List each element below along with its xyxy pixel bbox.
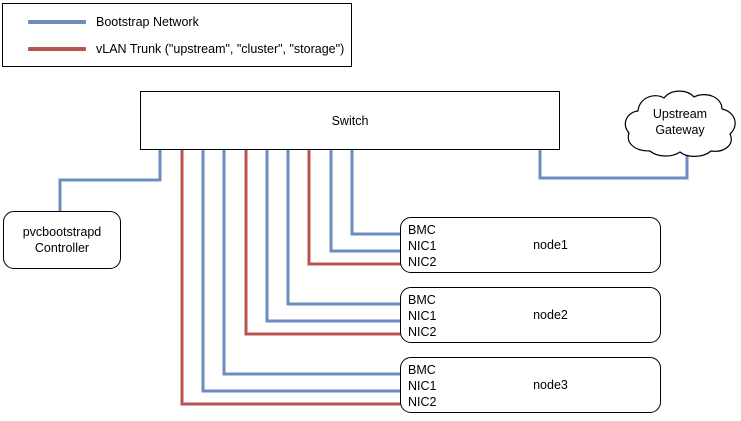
legend: Bootstrap Network vLAN Trunk ("upstream"… <box>2 3 352 67</box>
node1-port-bmc: BMC <box>408 223 436 237</box>
node2-name: node2 <box>533 308 568 322</box>
wire-switch-to-node1-nic2 <box>307 150 401 266</box>
node-box-node1[interactable]: BMC NIC1 NIC2 node1 <box>400 217 661 273</box>
legend-swatch-bootstrap-network <box>28 20 86 24</box>
wire-switch-to-node1-bmc <box>350 150 401 236</box>
legend-label-bootstrap-network: Bootstrap Network <box>96 15 199 29</box>
node3-port-bmc: BMC <box>408 363 436 377</box>
controller-label-line1: pvcbootstrapd <box>22 225 102 239</box>
node-box-node3[interactable]: BMC NIC1 NIC2 node3 <box>400 357 661 413</box>
node3-port-nic2: NIC2 <box>408 395 437 409</box>
legend-swatch-vlan-trunk <box>28 47 86 51</box>
wire-switch-to-node2-nic1 <box>265 150 401 323</box>
node3-port-list: BMC NIC1 NIC2 <box>408 362 436 410</box>
legend-label-vlan-trunk: vLAN Trunk ("upstream", "cluster", "stor… <box>96 42 345 56</box>
pvcbootstrapd-controller-node[interactable]: pvcbootstrapd Controller <box>3 211 121 269</box>
node2-port-nic1: NIC1 <box>408 309 437 323</box>
wire-switch-to-node2-bmc <box>286 150 401 306</box>
wire-switch-to-node1-nic1 <box>329 150 401 253</box>
controller-label-line2: Controller <box>34 241 90 255</box>
node-box-node2[interactable]: BMC NIC1 NIC2 node2 <box>400 287 661 343</box>
node1-port-nic1: NIC1 <box>408 239 437 253</box>
wire-switch-to-node3-nic1 <box>201 150 401 393</box>
node3-name: node3 <box>533 378 568 392</box>
node2-port-nic2: NIC2 <box>408 325 437 339</box>
node2-port-list: BMC NIC1 NIC2 <box>408 292 436 340</box>
wire-switch-to-node3-nic2 <box>180 150 401 406</box>
legend-item-vlan-trunk: vLAN Trunk ("upstream", "cluster", "stor… <box>3 36 351 63</box>
node1-port-list: BMC NIC1 NIC2 <box>408 222 436 270</box>
node1-name: node1 <box>533 238 568 252</box>
legend-item-bootstrap-network: Bootstrap Network <box>3 9 351 36</box>
upstream-gateway-node[interactable]: Upstream Gateway <box>621 90 739 158</box>
wire-switch-to-controller <box>58 150 162 212</box>
switch-node[interactable]: Switch <box>140 91 560 150</box>
switch-label: Switch <box>331 113 369 128</box>
node2-port-bmc: BMC <box>408 293 436 307</box>
wire-switch-to-node3-bmc <box>222 150 401 376</box>
wire-switch-to-gateway <box>538 150 689 180</box>
wire-switch-to-node2-nic2 <box>244 150 401 336</box>
cloud-icon <box>624 90 736 157</box>
node1-port-nic2: NIC2 <box>408 255 437 269</box>
node3-port-nic1: NIC1 <box>408 379 437 393</box>
